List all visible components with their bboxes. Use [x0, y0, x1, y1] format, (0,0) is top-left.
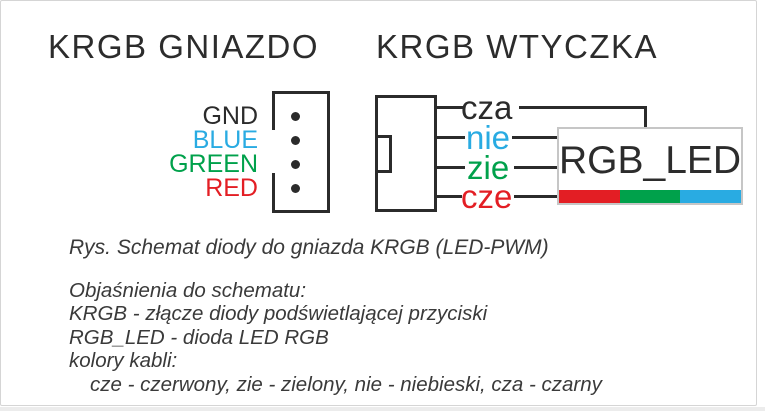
plug-key-notch [375, 135, 392, 173]
pin-dot [291, 184, 300, 193]
legend-line: KRGB - złącze diody podświetlającej przy… [69, 302, 488, 326]
led-strip-blue [680, 190, 742, 203]
pin-dot [291, 136, 300, 145]
wire-blue-segment [512, 136, 557, 139]
wire-label-cze: cze [461, 178, 513, 215]
rgb-led-box: RGB_LED [557, 127, 743, 205]
wire-green-segment [437, 166, 465, 169]
wire-green-segment [514, 166, 557, 169]
wire-black-drop [644, 106, 647, 129]
rgb-led-color-strips [559, 190, 742, 203]
socket-pin-labels: GND BLUE GREEN RED [0, 102, 258, 202]
wire-black-segment [519, 106, 647, 109]
legend-block: Objaśnienia do schematu: KRGB - złącze d… [69, 279, 602, 396]
led-strip-green [619, 190, 681, 203]
wire-black-segment [437, 106, 463, 109]
pin-label-green: GREEN [169, 150, 258, 178]
rgb-led-label: RGB_LED [559, 139, 742, 182]
wire-label-zie: zie [467, 149, 510, 186]
pin-label-gnd: GND [202, 102, 258, 130]
socket-opening [271, 130, 276, 173]
wire-label-cza: cza [461, 89, 513, 126]
socket-title: KRGB GNIAZDO [48, 28, 320, 65]
wire-label-nie: nie [466, 119, 511, 156]
legend-line-cable-colors: cze - czerwony, zie - zielony, nie - nie… [90, 372, 602, 396]
led-strip-red [559, 190, 620, 203]
pin-label-red: RED [205, 174, 258, 202]
legend-line: Objaśnienia do schematu: [69, 279, 307, 302]
pin-label-blue: BLUE [192, 126, 258, 154]
socket-connector-outline [272, 91, 330, 213]
wire-blue-segment [437, 136, 465, 139]
page-bottom-strip [0, 407, 765, 411]
wire-red-segment [514, 195, 557, 198]
legend-line: kolory kabli: [69, 349, 178, 373]
pin-dot [291, 112, 300, 121]
pin-dot [291, 160, 300, 169]
legend-line: RGB_LED - dioda LED RGB [69, 325, 329, 349]
figure-caption: Rys. Schemat diody do gniazda KRGB (LED-… [69, 236, 549, 259]
plug-title: KRGB WTYCZKA [376, 28, 659, 65]
wire-red-segment [437, 195, 462, 198]
